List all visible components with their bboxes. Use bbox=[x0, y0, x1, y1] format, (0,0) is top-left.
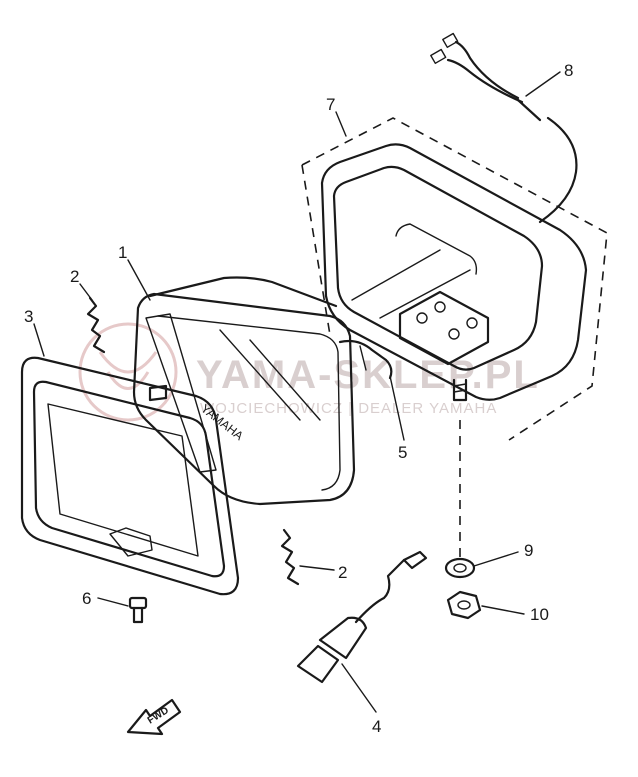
rim-outer bbox=[20, 356, 240, 596]
part-8-wire-harness bbox=[430, 32, 578, 224]
callout-4: 4 bbox=[372, 717, 381, 736]
spring-coil bbox=[86, 296, 106, 354]
callout-9: 9 bbox=[524, 541, 533, 560]
beam-unit-back bbox=[148, 276, 338, 308]
rim-inner bbox=[32, 380, 226, 578]
bulb-glass bbox=[296, 644, 340, 684]
harness-connector bbox=[430, 48, 447, 65]
harness-cable bbox=[538, 116, 578, 224]
callout-6: 6 bbox=[82, 589, 91, 608]
leader-5 bbox=[389, 375, 405, 441]
callout-1: 1 bbox=[118, 243, 127, 262]
bracket-hole bbox=[416, 312, 428, 324]
bulb-connector bbox=[402, 550, 428, 570]
leader-1 bbox=[127, 259, 151, 301]
housing-dashed-edge bbox=[301, 164, 331, 336]
callout-3: 3 bbox=[24, 307, 33, 326]
bracket-hole bbox=[434, 301, 446, 313]
callout-5: 5 bbox=[398, 443, 407, 462]
mount-stud-thread bbox=[453, 383, 467, 393]
harness-connector bbox=[442, 32, 459, 49]
part-7-headlight-housing bbox=[301, 117, 608, 560]
part-10-nut bbox=[446, 590, 482, 620]
housing-dashed-outline bbox=[301, 117, 608, 441]
mount-bracket bbox=[398, 290, 490, 366]
callout-2-upper: 2 bbox=[70, 267, 79, 286]
clip-detail bbox=[359, 345, 367, 371]
beam-unit-lens-face bbox=[145, 313, 217, 473]
part-4-bulb bbox=[296, 550, 428, 684]
leader-3 bbox=[33, 323, 45, 357]
leader-4 bbox=[341, 663, 377, 713]
screw-shank bbox=[132, 606, 144, 624]
bracket-hole bbox=[466, 317, 478, 329]
clip-spring bbox=[338, 339, 393, 380]
callout-7: 7 bbox=[326, 95, 335, 114]
watermark-sub-text: WOJCIECHOWICZ | DEALER YAMAHA bbox=[200, 400, 497, 417]
housing-interior-lines bbox=[351, 249, 471, 319]
part-9-washer bbox=[444, 557, 476, 579]
housing-outer-rim bbox=[320, 143, 588, 401]
leader-2b bbox=[299, 565, 335, 571]
bracket-hole bbox=[448, 328, 460, 340]
leader-8 bbox=[525, 71, 561, 97]
leader-lines bbox=[33, 71, 561, 713]
rim-clip-tab bbox=[109, 527, 153, 557]
screw-head bbox=[128, 596, 148, 610]
harness-lead-b bbox=[454, 40, 520, 100]
part-5-clip bbox=[338, 339, 393, 380]
spring-coil bbox=[280, 528, 300, 586]
harness-lead-a bbox=[446, 58, 524, 104]
leader-9 bbox=[473, 551, 519, 567]
washer-hole bbox=[453, 563, 467, 573]
harness-sleeve bbox=[516, 98, 542, 122]
watermark-main-text: YAMA-SKLEP.PL bbox=[196, 353, 540, 397]
rim-opening bbox=[47, 403, 199, 557]
bulb-flange bbox=[318, 616, 368, 660]
fwd-arrow-shape bbox=[126, 698, 182, 736]
watermark: YAMA-SKLEP.PL WOJCIECHOWICZ | DEALER YAM… bbox=[78, 322, 540, 422]
part-2-spring-upper bbox=[86, 296, 106, 354]
leader-6 bbox=[97, 597, 129, 607]
bulb-lead bbox=[354, 558, 406, 624]
housing-inner-shade bbox=[395, 223, 478, 275]
leader-7 bbox=[335, 111, 347, 137]
beam-unit-lens-rim bbox=[157, 315, 341, 491]
nut-hole bbox=[457, 600, 471, 610]
housing-inner-rim bbox=[332, 165, 544, 371]
part-3-headlight-rim bbox=[20, 356, 240, 596]
leader-10 bbox=[481, 605, 525, 615]
leader-2a bbox=[79, 283, 93, 301]
callout-8: 8 bbox=[564, 61, 573, 80]
nut-body bbox=[446, 590, 482, 620]
beam-unit-shade bbox=[219, 329, 321, 421]
part-6-screw bbox=[128, 596, 148, 624]
fwd-label: FWD bbox=[146, 705, 171, 726]
washer-outer bbox=[444, 557, 476, 579]
watermark-logo bbox=[78, 322, 178, 422]
part-2-spring-lower bbox=[280, 528, 300, 586]
callout-2-lower: 2 bbox=[338, 563, 347, 582]
fwd-arrow: FWD bbox=[126, 698, 182, 736]
watermark-logo-mark bbox=[98, 351, 158, 390]
callout-10: 10 bbox=[530, 605, 549, 624]
callouts: 1 2 2 3 4 5 6 7 8 9 10 bbox=[24, 61, 573, 736]
